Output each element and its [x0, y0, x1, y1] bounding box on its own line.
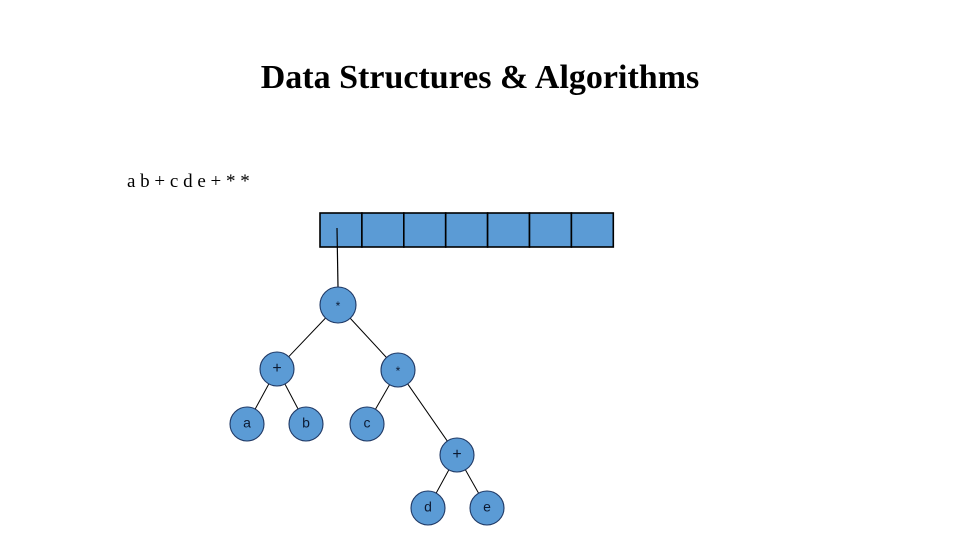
tree-node-shape[interactable]	[469, 490, 505, 526]
array-cell-1[interactable]	[361, 212, 405, 248]
tree-node-label: e	[483, 499, 491, 515]
tree-node-shape[interactable]	[229, 406, 265, 442]
tree-node-shape[interactable]	[259, 351, 295, 387]
tree-edge-n-plus1-to-n-b	[284, 383, 299, 410]
tree-edge-n-star2-to-n-c	[375, 384, 390, 410]
tree-node-label: *	[336, 299, 341, 313]
tree-node-star[interactable]: *	[380, 352, 416, 388]
tree-edge-n-plus2-to-n-e	[464, 469, 480, 494]
tree-node-a[interactable]: a	[229, 406, 265, 442]
array-cell-0[interactable]	[319, 212, 363, 248]
tree-node-shape[interactable]	[319, 286, 357, 324]
root-pointer-line	[336, 227, 339, 288]
postfix-array	[319, 212, 615, 248]
page-title: Data Structures & Algorithms	[260, 59, 700, 96]
tree-node-shape[interactable]	[349, 406, 385, 442]
array-cell-6[interactable]	[570, 212, 615, 248]
tree-node-star[interactable]: *	[319, 286, 357, 324]
array-cell-5[interactable]	[528, 212, 573, 248]
tree-node-shape[interactable]	[439, 437, 475, 473]
tree-edge-n-root-to-n-star2	[349, 317, 387, 358]
tree-nodes-group: * + * a b c + d e	[229, 286, 505, 526]
array-to-root-pointer	[336, 227, 339, 288]
tree-node-plus[interactable]: +	[439, 437, 475, 473]
tree-edges-group	[254, 317, 480, 494]
tree-node-d[interactable]: d	[410, 490, 446, 526]
tree-edge-n-root-to-n-plus1	[288, 317, 326, 358]
tree-node-c[interactable]: c	[349, 406, 385, 442]
tree-node-label: a	[243, 415, 251, 431]
tree-node-shape[interactable]	[410, 490, 446, 526]
array-cell-4[interactable]	[486, 212, 531, 248]
tree-node-label: c	[364, 415, 371, 431]
tree-node-shape[interactable]	[380, 352, 416, 388]
tree-node-e[interactable]: e	[469, 490, 505, 526]
tree-node-label: b	[302, 415, 310, 431]
tree-node-label: +	[272, 360, 281, 377]
tree-node-label: *	[396, 364, 401, 378]
tree-edge-n-plus1-to-n-a	[254, 383, 270, 410]
tree-edge-n-plus2-to-n-d	[435, 469, 450, 494]
tree-node-plus[interactable]: +	[259, 351, 295, 387]
array-cell-3[interactable]	[444, 212, 489, 248]
postfix-expression-label: a b + c d e + * *	[127, 171, 250, 192]
tree-node-shape[interactable]	[288, 406, 324, 442]
tree-edge-n-star2-to-n-plus2	[407, 383, 448, 442]
tree-node-b[interactable]: b	[288, 406, 324, 442]
tree-node-label: +	[452, 446, 461, 463]
array-cell-2[interactable]	[402, 212, 447, 248]
tree-node-label: d	[424, 499, 432, 515]
